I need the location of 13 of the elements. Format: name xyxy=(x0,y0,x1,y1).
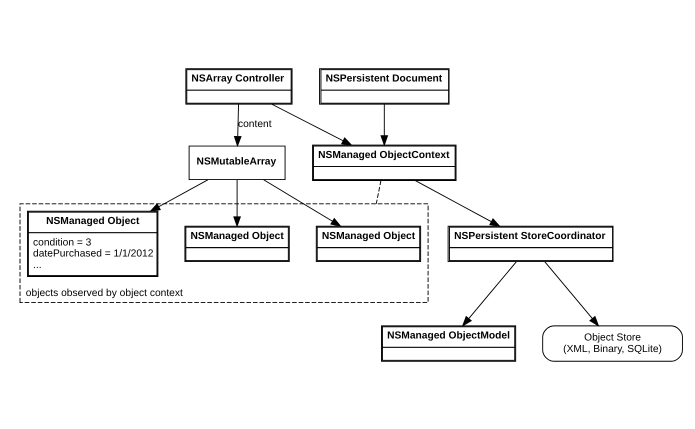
arrow xyxy=(271,103,353,146)
arrow xyxy=(149,178,208,212)
arrow xyxy=(414,180,501,226)
connector xyxy=(376,180,382,204)
node-box: NSMutableArray xyxy=(188,145,286,180)
node-box: Object Store (XML, Binary, SQLite) xyxy=(542,324,683,362)
arrow xyxy=(544,260,600,326)
arrow xyxy=(263,178,342,226)
arrow xyxy=(462,260,517,326)
arrow xyxy=(233,178,242,228)
edge-label: content xyxy=(238,118,272,130)
arrow xyxy=(380,103,388,146)
arrow xyxy=(234,103,242,147)
